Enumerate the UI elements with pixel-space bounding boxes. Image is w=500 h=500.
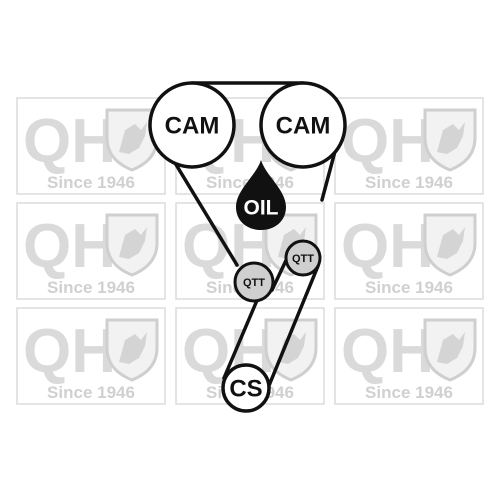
watermark-tile: QH Since 1946	[16, 97, 166, 195]
watermark-tile: QH Since 1946	[16, 202, 166, 300]
tensioner-pulley-upper: QTT	[284, 239, 322, 277]
cam-pulley-left: CAM	[148, 81, 236, 169]
watermark-brand: QH	[23, 107, 116, 176]
watermark-brand: QH	[23, 317, 116, 386]
oil-drop-icon: OIL	[236, 160, 286, 230]
belt-cs-left-run	[222, 296, 260, 380]
watermark-since: Since 1946	[365, 173, 453, 192]
watermark-grid: QH Since 1946 QH Since 1946 QH Since 194	[16, 97, 484, 405]
griffin-shield-icon	[105, 213, 159, 277]
crankshaft-pulley: CS	[221, 363, 271, 413]
watermark-tile: QH Since 1946	[16, 307, 166, 405]
cam-pulley-right: CAM	[259, 81, 347, 169]
watermark-brand: QH	[341, 107, 434, 176]
watermark-since: Since 1946	[365, 383, 453, 402]
watermark-brand: QH	[341, 212, 434, 281]
watermark-since: Since 1946	[365, 278, 453, 297]
watermark-tile: QH Since 1946	[334, 202, 484, 300]
griffin-shield-icon	[423, 108, 477, 172]
tensioner-pulley-lower: QTT	[233, 261, 275, 303]
cam-pulley-left-label: CAM	[165, 113, 220, 140]
watermark-brand: QH	[341, 317, 434, 386]
tensioner-lower-label: QTT	[243, 277, 265, 289]
belt-cs-right-run	[266, 264, 320, 390]
tensioner-upper-label: QTT	[292, 253, 314, 265]
watermark-since: Since 1946	[47, 173, 135, 192]
crankshaft-label: CS	[229, 376, 262, 403]
watermark-tile: QH Since 1946	[334, 307, 484, 405]
cam-pulley-right-label: CAM	[276, 113, 331, 140]
griffin-shield-icon	[105, 318, 159, 382]
oil-label: OIL	[244, 197, 279, 220]
watermark-since: Since 1946	[47, 278, 135, 297]
watermark-since: Since 1946	[47, 383, 135, 402]
griffin-shield-icon	[423, 213, 477, 277]
watermark-brand: QH	[23, 212, 116, 281]
watermark-tile: QH Since 1946	[334, 97, 484, 195]
griffin-shield-icon	[423, 318, 477, 382]
